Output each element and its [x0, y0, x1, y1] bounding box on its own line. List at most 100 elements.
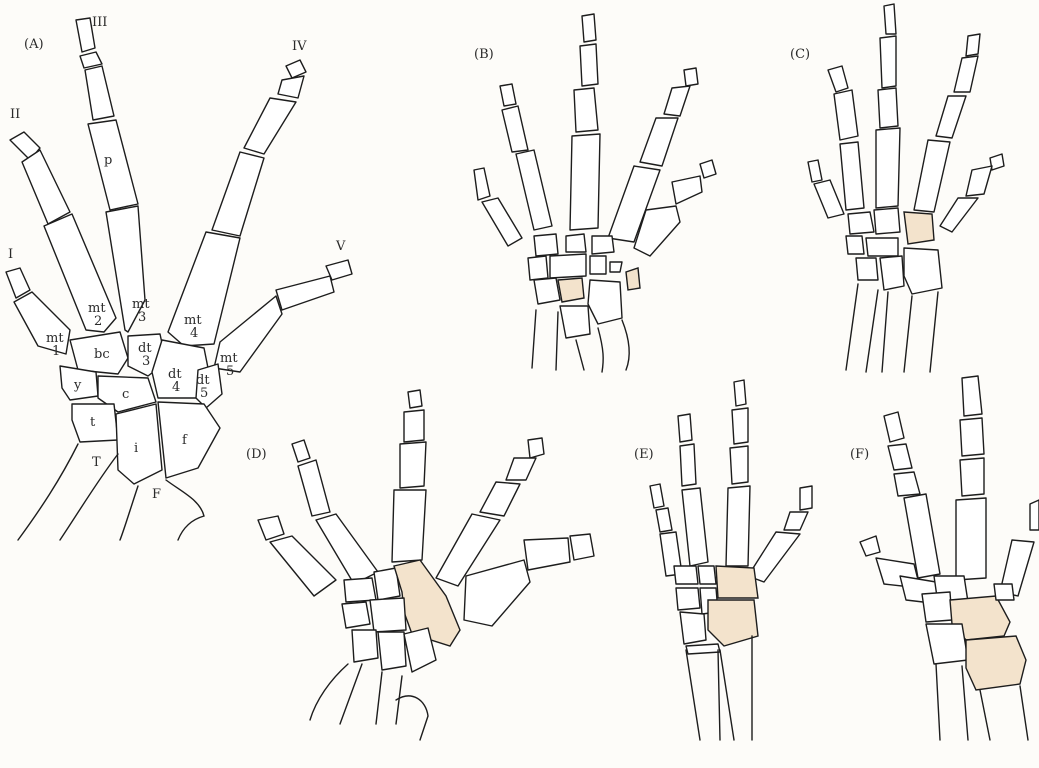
phalanx — [408, 390, 422, 408]
tarsal — [874, 208, 900, 234]
tarsal — [592, 236, 614, 254]
phalanx — [404, 410, 424, 442]
tibia-outline — [60, 454, 118, 540]
tarsal — [378, 632, 406, 670]
panel-b: (B) — [474, 14, 716, 372]
digit-label-iii: III — [92, 15, 107, 30]
tarsal — [880, 256, 904, 290]
tarsal — [550, 254, 586, 278]
bone-label-t: t — [90, 415, 96, 430]
bone-label-mt2-num: 2 — [94, 314, 102, 329]
tarsal — [676, 588, 700, 610]
bone-label-p: p — [104, 153, 112, 168]
phalanx — [650, 484, 664, 508]
phalanx — [700, 160, 716, 178]
panel-label-f: (F) — [850, 447, 869, 462]
phalanx — [640, 118, 678, 166]
leg-outline — [936, 664, 940, 740]
phalanx — [6, 268, 30, 298]
phalanx — [860, 536, 880, 556]
phalanx — [500, 84, 516, 106]
bone-label-c: c — [122, 387, 129, 402]
leg-outline — [532, 310, 536, 368]
phalanx — [570, 534, 594, 560]
tarsal — [686, 644, 720, 654]
phalanx — [258, 516, 284, 540]
phalanx — [684, 68, 698, 86]
phalanx — [582, 14, 596, 42]
tarsal — [528, 256, 548, 280]
phalanx — [474, 168, 490, 200]
tarsal — [922, 592, 952, 622]
phalanx — [656, 508, 672, 532]
phalanx — [286, 60, 306, 78]
bone-label-i: i — [134, 441, 138, 456]
phalanx — [784, 512, 808, 530]
bone-label-mt3-num: 3 — [138, 310, 146, 325]
tarsal — [342, 602, 370, 628]
phalanx — [808, 160, 822, 182]
bone-label-mt1-num: 1 — [52, 344, 60, 359]
metatarsal — [956, 498, 986, 580]
phalanx — [212, 152, 264, 236]
phalanx — [878, 88, 898, 128]
bone-label-tibia: T — [92, 455, 101, 470]
highlighted-tarsal — [558, 278, 584, 302]
tarsal — [344, 578, 376, 602]
phalanx — [962, 376, 982, 416]
metatarsal — [464, 560, 530, 626]
phalanx — [580, 44, 598, 86]
phalanx — [894, 472, 920, 496]
panel-label-e: (E) — [634, 447, 654, 462]
phalanx — [482, 198, 522, 246]
bone-label-y: y — [73, 378, 82, 393]
tarsal — [926, 624, 968, 664]
phalanx — [22, 150, 70, 224]
fibula-outline — [120, 486, 138, 540]
phalanx — [888, 444, 912, 470]
bone-label-bc: bc — [94, 347, 110, 362]
metatarsal — [914, 140, 950, 212]
phalanx — [884, 4, 896, 34]
phalanx — [814, 180, 844, 218]
leg-outline — [1020, 686, 1028, 740]
metatarsal-4 — [168, 232, 240, 346]
phalanx — [1030, 500, 1039, 530]
leg-outline — [310, 664, 348, 720]
leg-outline — [718, 650, 720, 740]
tarsal — [866, 238, 898, 256]
bone-label-fibula: F — [152, 487, 161, 502]
tarsal — [534, 234, 558, 256]
phalanx — [480, 482, 520, 516]
phalanx — [828, 66, 848, 92]
intermedium — [116, 404, 162, 484]
tarsal — [904, 248, 942, 294]
phalanx — [678, 414, 692, 442]
bone-label-mt5-num: 5 — [226, 364, 234, 379]
phalanx — [800, 486, 812, 510]
phalanx — [880, 36, 896, 88]
leg-outline — [686, 650, 700, 740]
panel-label-b: (B) — [474, 47, 494, 62]
metatarsal — [940, 198, 978, 232]
phalanx — [680, 444, 696, 486]
fibula-outline — [166, 480, 204, 540]
phalanx — [400, 442, 426, 488]
metatarsal — [726, 486, 750, 566]
tarsal — [994, 584, 1014, 600]
leg-outline — [376, 672, 382, 724]
tarsal — [588, 280, 622, 324]
leg-outline — [556, 312, 558, 370]
tarsal — [610, 262, 622, 272]
panel-f: (F) — [850, 376, 1039, 740]
leg-outline — [846, 284, 858, 370]
phalanx — [960, 458, 984, 496]
phalanx — [664, 86, 690, 116]
phalanx — [672, 176, 702, 204]
leg-outline — [962, 666, 968, 740]
phalanx — [966, 34, 980, 56]
phalanx — [244, 98, 296, 154]
tarsal — [352, 630, 378, 662]
